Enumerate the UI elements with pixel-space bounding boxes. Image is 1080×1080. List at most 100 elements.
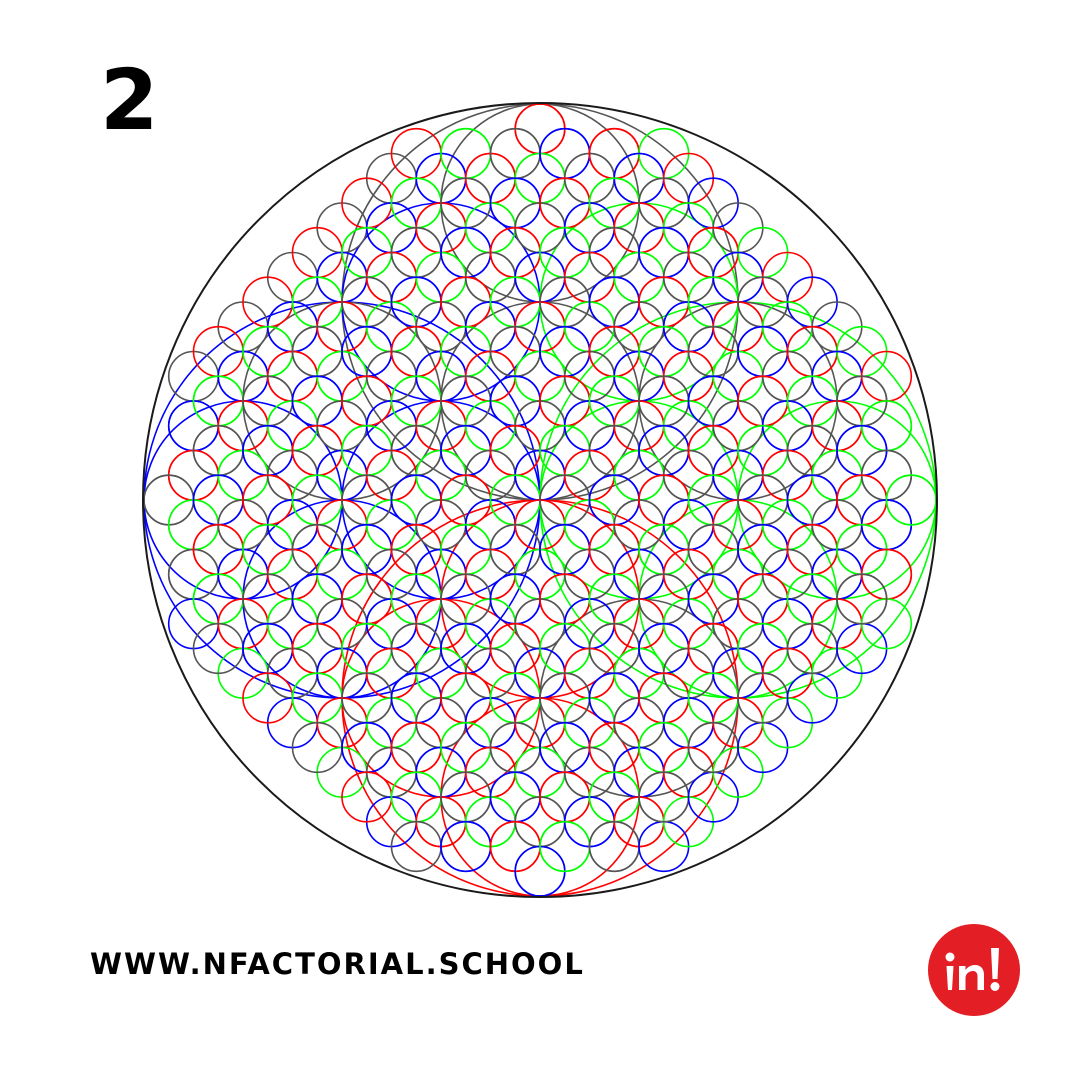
small-circle	[464, 697, 517, 749]
small-circle	[563, 449, 616, 501]
small-circle	[415, 449, 467, 501]
small-circle	[662, 548, 715, 600]
small-circle	[860, 449, 913, 501]
small-circle	[365, 746, 418, 798]
small-circle	[464, 400, 517, 452]
small-circle	[662, 499, 715, 551]
small-circle	[341, 375, 393, 427]
small-circle	[464, 796, 517, 848]
small-circle	[167, 400, 220, 452]
small-circle	[588, 820, 640, 873]
small-circle	[761, 400, 814, 452]
small-circle	[440, 276, 492, 328]
small-circle	[539, 622, 591, 675]
small-circle	[539, 127, 591, 180]
small-circle	[737, 226, 789, 279]
small-circle	[192, 424, 244, 477]
small-circle	[539, 820, 591, 873]
small-circle	[588, 276, 640, 328]
small-circle	[638, 276, 690, 328]
small-circle	[390, 127, 442, 180]
small-circle	[167, 350, 220, 402]
small-circle	[638, 127, 690, 180]
small-circle	[687, 375, 739, 427]
small-circle	[563, 548, 616, 600]
small-circle	[539, 375, 591, 427]
small-circle	[489, 523, 541, 576]
small-circle	[662, 400, 715, 452]
small-circle	[761, 499, 814, 551]
small-circle	[365, 697, 418, 749]
small-circle	[563, 697, 616, 749]
small-circle	[464, 647, 517, 699]
small-circle	[440, 672, 492, 724]
small-circle	[390, 325, 442, 378]
small-circle	[836, 474, 888, 526]
small-circle	[786, 672, 838, 724]
small-circle	[464, 202, 517, 254]
small-circle	[489, 622, 541, 675]
small-circle	[365, 796, 418, 848]
small-circle	[737, 523, 789, 576]
small-circle	[563, 251, 616, 303]
small-circle	[613, 251, 665, 303]
small-circle	[860, 350, 913, 402]
small-circle	[563, 598, 616, 650]
small-circle	[662, 251, 715, 303]
logo-glyph	[945, 948, 1000, 991]
small-circle	[836, 325, 888, 378]
small-circle	[390, 672, 442, 724]
small-circle	[291, 424, 343, 477]
small-circle	[737, 573, 789, 625]
small-circle	[291, 226, 343, 279]
small-circle	[712, 202, 764, 254]
small-circle	[266, 251, 319, 303]
small-circle	[786, 325, 838, 378]
small-circle	[712, 400, 764, 452]
small-circle	[638, 622, 690, 675]
small-circle	[563, 746, 616, 798]
small-circle	[341, 226, 393, 279]
small-circle	[662, 152, 715, 204]
small-circle	[786, 622, 838, 675]
small-circle	[638, 424, 690, 477]
small-circle	[242, 622, 294, 675]
small-circle	[539, 177, 591, 229]
small-circle	[514, 796, 566, 848]
small-circle	[638, 721, 690, 774]
small-circle	[415, 301, 467, 353]
small-circle	[341, 771, 393, 823]
small-circle	[291, 622, 343, 675]
small-circle	[266, 350, 319, 402]
small-circle	[687, 622, 739, 675]
small-circle	[390, 276, 442, 328]
small-circle	[588, 424, 640, 477]
small-circle	[860, 400, 913, 452]
small-circle	[786, 523, 838, 576]
small-circle	[464, 350, 517, 402]
small-circle	[563, 202, 616, 254]
small-circle	[489, 721, 541, 774]
small-circle	[539, 325, 591, 378]
small-circle	[687, 771, 739, 823]
small-circle	[217, 499, 269, 551]
small-circle	[588, 226, 640, 279]
small-circle	[489, 573, 541, 625]
small-circle	[440, 424, 492, 477]
small-circle	[761, 350, 814, 402]
website-url: WWW.NFACTORIAL.SCHOOL	[90, 947, 585, 981]
small-circle	[390, 226, 442, 279]
small-circle	[266, 400, 319, 452]
small-circle	[687, 424, 739, 477]
small-circle	[811, 301, 863, 353]
small-circle	[712, 350, 764, 402]
small-circle	[390, 523, 442, 576]
small-circle	[390, 721, 442, 774]
small-circle	[489, 375, 541, 427]
small-circle	[341, 424, 393, 477]
small-circle	[365, 499, 418, 551]
small-circle	[192, 523, 244, 576]
small-circle	[365, 152, 418, 204]
small-circle	[242, 672, 294, 724]
